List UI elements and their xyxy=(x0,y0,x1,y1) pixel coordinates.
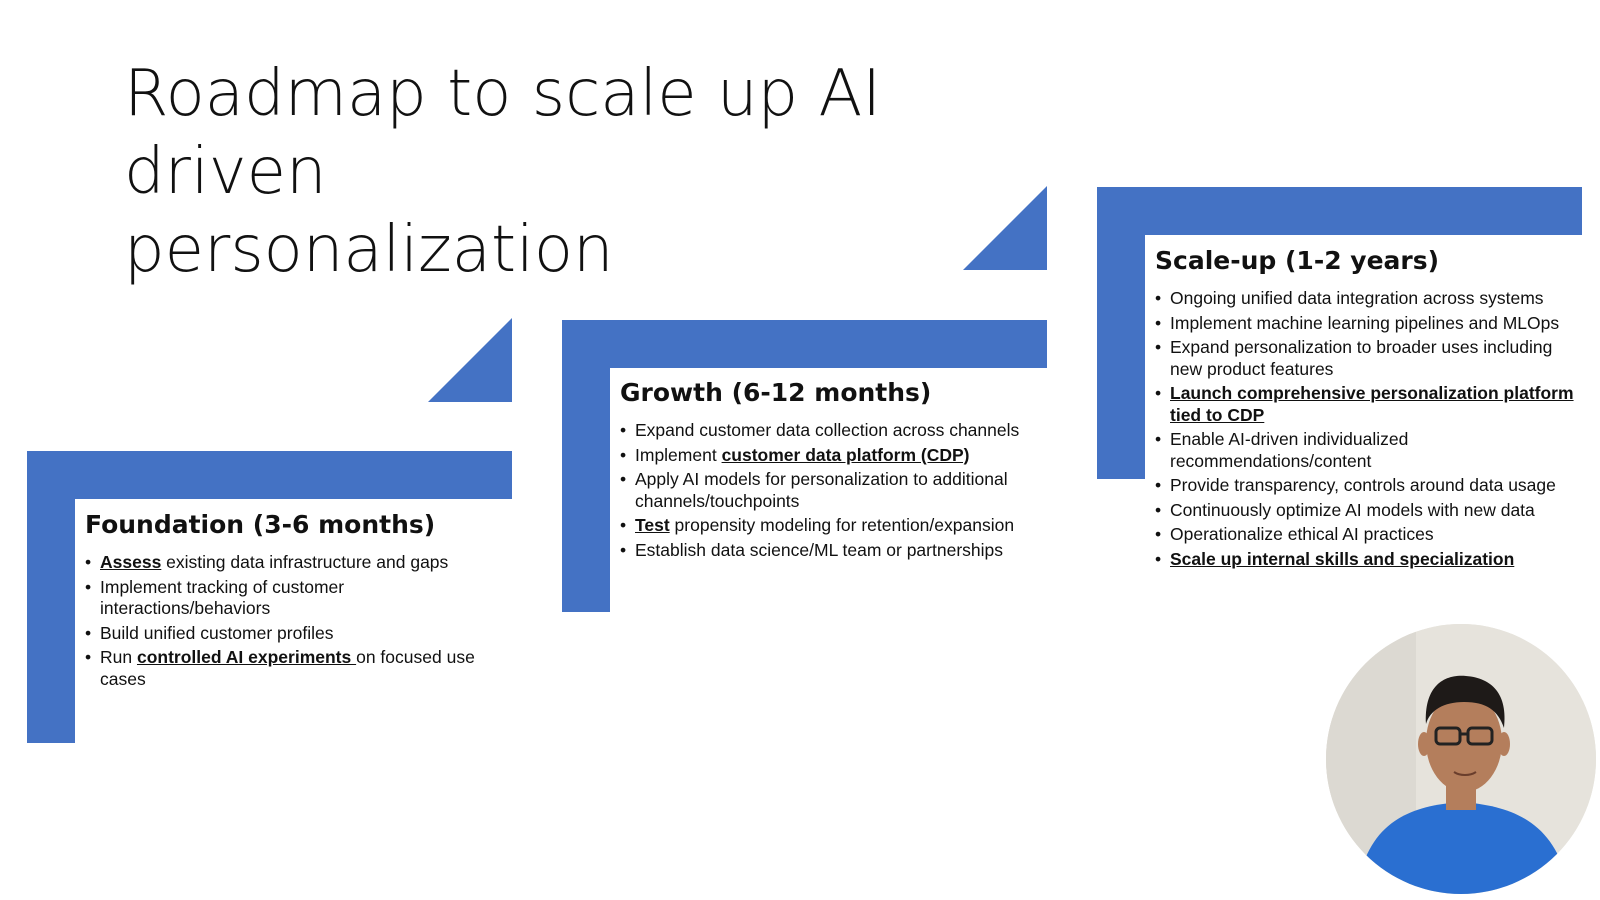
scaleup-step-top-bar xyxy=(1097,187,1582,235)
phase-bullet-item: Expand customer data collection across c… xyxy=(620,420,1045,442)
bullet-text: Establish data science/ML team or partne… xyxy=(635,539,1004,560)
slide-title-line-1: Roadmap to scale up AI driven xyxy=(124,57,882,209)
bullet-text: on focused use cases xyxy=(100,647,475,689)
slide-title: Roadmap to scale up AI driven personaliz… xyxy=(124,55,1084,289)
bullet-text: Implement xyxy=(635,444,722,465)
phase-items: Assess existing data infrastructure and … xyxy=(85,552,505,690)
foundation-step-side-bar xyxy=(27,451,75,743)
growth-step-side-bar xyxy=(562,320,610,612)
bullet-text: existing data infrastructure and gaps xyxy=(161,552,449,572)
bullet-emphasis-text: Test xyxy=(635,515,670,535)
phase-growth: Growth (6-12 months) Expand customer dat… xyxy=(620,378,1045,564)
bullet-text: Run xyxy=(100,647,137,667)
phase-bullet-item: Build unified customer profiles xyxy=(85,623,505,645)
phase-bullet-item: Apply AI models for personalization to a… xyxy=(620,469,1045,512)
phase-bullet-item: Launch comprehensive personalization pla… xyxy=(1155,383,1585,426)
scaleup-step-side-bar xyxy=(1097,187,1145,479)
slide-title-line-2: personalization xyxy=(124,213,614,287)
phase-bullet-item: Run controlled AI experiments on focused… xyxy=(85,647,505,690)
growth-step-top-bar xyxy=(562,320,1047,368)
phase-bullet-item: Expand personalization to broader uses i… xyxy=(1155,337,1585,380)
phase-bullet-item: Implement machine learning pipelines and… xyxy=(1155,313,1585,335)
growth-arrow-triangle xyxy=(963,186,1047,270)
phase-heading: Foundation (3-6 months) xyxy=(85,510,436,539)
phase-bullet-item: Operationalize ethical AI practices xyxy=(1155,524,1585,546)
bullet-text: Expand personalization to broader uses i… xyxy=(1170,337,1553,379)
phase-bullet-item: Ongoing unified data integration across … xyxy=(1155,288,1585,310)
bullet-text: Apply AI models for personalization to a… xyxy=(635,469,1008,511)
bullet-emphasis-text: Launch comprehensive personalization pla… xyxy=(1170,383,1574,425)
phase-scaleup: Scale-up (1-2 years) Ongoing unified dat… xyxy=(1155,246,1585,573)
phase-bullet-item: Implement customer data platform (CDP) xyxy=(620,445,1045,467)
foundation-arrow-triangle xyxy=(428,318,512,402)
bullet-emphasis-text: Scale up internal skills and specializat… xyxy=(1170,548,1515,569)
phase-bullet-item: Continuously optimize AI models with new… xyxy=(1155,500,1585,522)
phase-bullet-item: Provide transparency, controls around da… xyxy=(1155,475,1585,497)
bullet-emphasis-text: controlled AI experiments xyxy=(136,647,357,667)
bullet-text: Operationalize ethical AI practices xyxy=(1170,524,1434,544)
phase-heading: Scale-up (1-2 years) xyxy=(1155,246,1440,275)
bullet-emphasis-text: Assess xyxy=(100,552,162,572)
presenter-glasses-left xyxy=(1434,726,1462,746)
bullet-text: Implement machine learning pipelines and… xyxy=(1170,312,1560,333)
phase-items: Expand customer data collection across c… xyxy=(620,420,1045,561)
bullet-text: Provide transparency, controls around da… xyxy=(1170,475,1556,495)
phase-items: Ongoing unified data integration across … xyxy=(1155,288,1585,570)
phase-bullet-item: Test propensity modeling for retention/e… xyxy=(620,515,1045,537)
bullet-emphasis-text: customer data platform (CDP) xyxy=(721,444,970,465)
presenter-face xyxy=(1426,692,1502,792)
phase-bullet-item: Establish data science/ML team or partne… xyxy=(620,540,1045,562)
bullet-text: Ongoing unified data integration across … xyxy=(1170,288,1544,308)
bullet-text: propensity modeling for retention/expans… xyxy=(669,515,1015,535)
phase-bullet-item: Enable AI-driven individualized recommen… xyxy=(1155,429,1585,472)
phase-bullet-item: Implement tracking of customer interacti… xyxy=(85,577,505,620)
presenter-webcam-icon xyxy=(1326,624,1596,894)
presenter-hair xyxy=(1425,675,1505,728)
presenter-shirt xyxy=(1356,802,1570,894)
bullet-text: Expand customer data collection across c… xyxy=(635,420,1020,440)
bullet-text: Build unified customer profiles xyxy=(100,622,334,643)
phase-bullet-item: Assess existing data infrastructure and … xyxy=(85,552,505,574)
presenter-webcam xyxy=(1326,624,1596,894)
phase-heading: Growth (6-12 months) xyxy=(620,378,932,407)
bullet-text: Implement tracking of customer interacti… xyxy=(100,576,345,619)
foundation-step-top-bar xyxy=(27,451,512,499)
bullet-text: Enable AI-driven individualized recommen… xyxy=(1170,429,1409,471)
phase-foundation: Foundation (3-6 months) Assess existing … xyxy=(85,510,505,693)
phase-bullet-item: Scale up internal skills and specializat… xyxy=(1155,549,1585,571)
presenter-glasses-right xyxy=(1466,726,1494,746)
bullet-text: Continuously optimize AI models with new… xyxy=(1170,499,1535,520)
